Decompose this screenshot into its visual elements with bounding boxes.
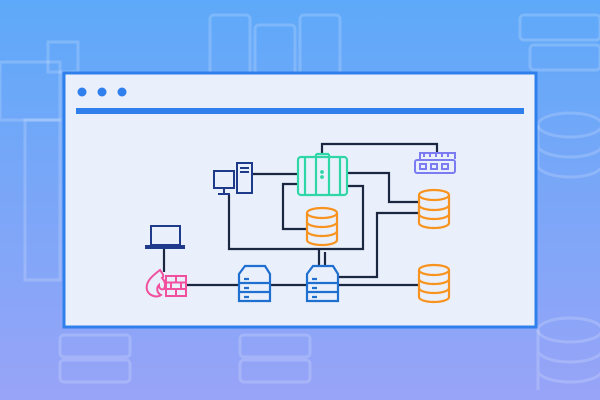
firewall-icon [145,268,187,298]
connections [162,142,439,287]
database-icon [417,263,451,304]
database-icon [417,188,451,230]
server-rack-icon [296,152,349,197]
browser-window [62,71,538,329]
server-icon [305,264,340,303]
desktop-computer-icon [213,162,253,195]
window-dot-icon [97,87,107,97]
database-icon [305,206,339,247]
window-title-bar [76,108,524,114]
window-dot-icon [117,87,127,97]
memory-module-icon [414,152,456,174]
window-dot-icon [77,87,87,97]
server-icon [237,264,272,303]
laptop-icon [145,225,185,249]
background-decor [0,13,600,390]
